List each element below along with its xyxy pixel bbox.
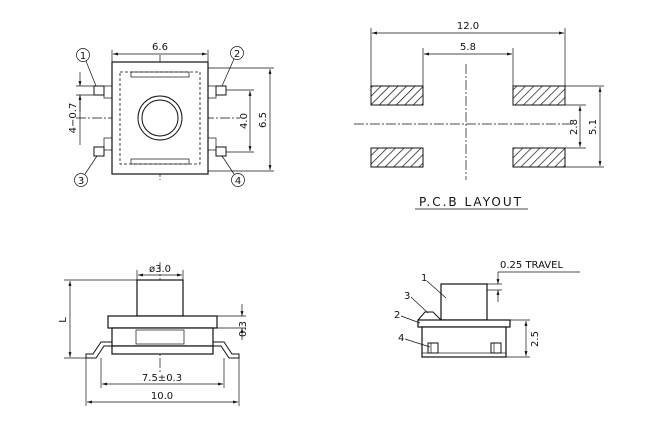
pcb-layout-title: P.C.B LAYOUT — [419, 195, 523, 209]
part-label-2: 2 — [394, 310, 400, 321]
part-label-4: 4 — [398, 333, 404, 344]
dim-width-label: 6.6 — [152, 42, 168, 53]
dim-pcb-pad-gap-label: 2.8 — [569, 119, 580, 135]
section-cover — [417, 319, 511, 328]
dim-outer-height-label: 6.5 — [258, 112, 269, 128]
pin-3 — [93, 146, 105, 157]
travel-label: 0.25 TRAVEL — [500, 260, 563, 271]
part-label-3: 3 — [404, 291, 410, 302]
dim-pcb-inner-width-label: 5.8 — [460, 42, 476, 53]
part-label-1: 1 — [421, 273, 427, 284]
dim-base-label: 0.3 — [238, 321, 249, 337]
top-view: 6.6 4.0 6.5 4−0.7 1 2 3 4 — [68, 42, 274, 187]
dim-inner-height-label: 4.0 — [239, 113, 250, 129]
pcb-pad-top-right — [512, 85, 566, 106]
section-view: 0.25 TRAVEL 2.5 1 3 2 4 — [394, 260, 580, 358]
section-housing — [421, 326, 507, 358]
pin-label-1: 1 — [80, 51, 86, 62]
section-terminal-right — [490, 342, 502, 354]
pcb-pad-bottom-right — [512, 147, 566, 168]
dim-pcb-total-height-label: 5.1 — [588, 119, 599, 135]
dim-total-width-label: 10.0 — [151, 391, 173, 402]
pin-1 — [93, 85, 105, 96]
section-actuator — [440, 283, 488, 321]
section-terminal-left — [427, 342, 439, 354]
front-base — [111, 345, 214, 355]
pin-4 — [215, 146, 227, 157]
dim-pcb-total-width-label: 12.0 — [457, 21, 479, 32]
pcb-pad-top-left — [370, 85, 424, 106]
pin-label-3: 3 — [78, 176, 84, 187]
dim-stem-label: ø3.0 — [149, 264, 171, 275]
pin-2 — [215, 85, 227, 96]
dim-height-symbol: L — [58, 317, 69, 323]
actuator-outline — [137, 95, 183, 141]
dim-section-height-label: 2.5 — [530, 331, 541, 347]
pcb-pad-bottom-left — [370, 147, 424, 168]
front-view: ø3.0 L 0.3 7.5±0.3 10.0 — [58, 262, 249, 406]
pin-label-2: 2 — [234, 49, 240, 60]
front-stem — [136, 279, 184, 317]
switch-body-outline — [111, 61, 209, 175]
pcb-layout: 12.0 5.8 2.8 5.1 P.C.B LAYOUT — [354, 21, 604, 210]
dim-pins-label: 4−0.7 — [68, 103, 79, 134]
front-cover — [107, 315, 218, 329]
pin-label-4: 4 — [235, 176, 241, 187]
dim-pin-span-label: 7.5±0.3 — [142, 373, 182, 384]
